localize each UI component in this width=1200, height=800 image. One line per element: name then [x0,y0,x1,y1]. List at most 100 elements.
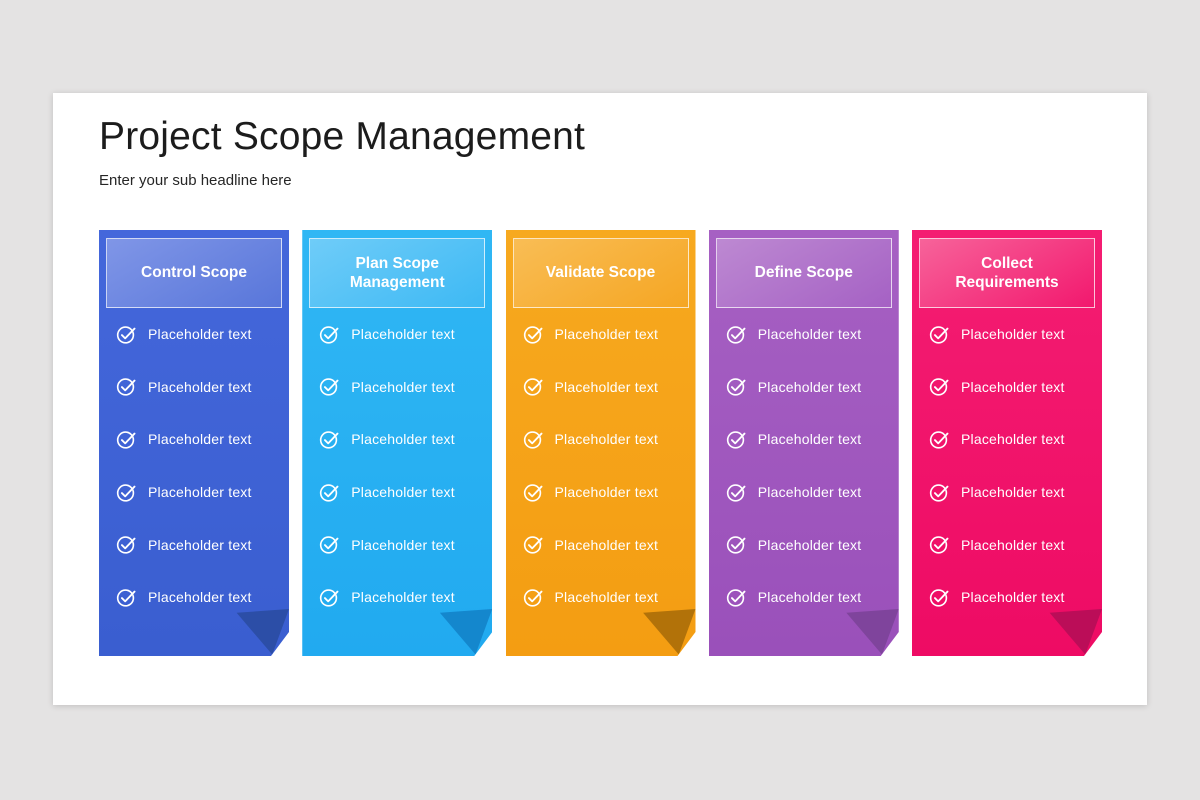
check-circle-icon [725,586,748,609]
list-item-label: Placeholder text [554,589,659,606]
list-item: Placeholder text [709,308,899,361]
column-collect-requirements: Collect Requirements Placeholder text Pl… [912,230,1102,656]
list-item: Placeholder text [912,361,1102,414]
check-circle-icon [115,533,138,556]
list-item-label: Placeholder text [351,484,455,501]
check-circle-icon [522,533,545,556]
list-item: Placeholder text [506,308,696,361]
column-header: Collect Requirements [919,238,1095,308]
check-circle-icon [522,323,545,346]
list-item: Placeholder text [506,361,696,414]
list-item: Placeholder text [302,413,492,466]
list-item-label: Placeholder text [351,326,455,343]
list-item: Placeholder text [99,571,289,624]
list-item-label: Placeholder text [554,378,659,395]
folded-corner [235,608,289,656]
list-item-label: Placeholder text [961,484,1065,501]
check-circle-icon [318,533,341,556]
check-circle-icon [318,481,341,504]
check-circle-icon [725,375,748,398]
check-circle-icon [318,375,341,398]
check-circle-icon [318,586,341,609]
list-item-label: Placeholder text [757,431,862,448]
list-item: Placeholder text [99,413,289,466]
list-item: Placeholder text [709,518,899,571]
column-control-scope: Control Scope Placeholder text Placehold… [99,230,289,656]
item-list: Placeholder text Placeholder text Placeh… [506,308,696,624]
folded-corner [845,608,899,656]
list-item-label: Placeholder text [757,378,862,395]
list-item-label: Placeholder text [148,326,252,343]
list-item: Placeholder text [99,308,289,361]
list-item: Placeholder text [506,518,696,571]
page-title: Project Scope Management [99,115,586,158]
list-item: Placeholder text [912,518,1102,571]
list-item: Placeholder text [709,413,899,466]
column-header: Control Scope [106,238,282,308]
list-item-label: Placeholder text [757,484,862,501]
check-circle-icon [522,375,545,398]
column-plan-scope-management: Plan Scope Management Placeholder text P… [302,230,492,656]
check-circle-icon [318,323,341,346]
list-item-label: Placeholder text [554,536,659,553]
list-item-label: Placeholder text [351,536,455,553]
check-circle-icon [318,428,341,451]
list-item: Placeholder text [302,361,492,414]
folded-corner [438,608,492,656]
list-item: Placeholder text [912,308,1102,361]
list-item: Placeholder text [302,571,492,624]
list-item: Placeholder text [302,466,492,519]
check-circle-icon [115,323,138,346]
column-header: Plan Scope Management [309,238,485,308]
item-list: Placeholder text Placeholder text Placeh… [709,308,899,624]
list-item-label: Placeholder text [757,326,862,343]
slide-card: Project Scope Management Enter your sub … [53,93,1147,705]
column-header: Validate Scope [513,238,689,308]
list-item: Placeholder text [506,466,696,519]
folded-corner [642,608,696,656]
folded-corner [1048,608,1102,656]
columns-container: Control Scope Placeholder text Placehold… [99,230,1102,656]
list-item-label: Placeholder text [961,326,1065,343]
list-item: Placeholder text [912,571,1102,624]
check-circle-icon [115,586,138,609]
item-list: Placeholder text Placeholder text Placeh… [99,308,289,624]
list-item: Placeholder text [302,518,492,571]
list-item-label: Placeholder text [961,431,1065,448]
check-circle-icon [928,533,951,556]
list-item-label: Placeholder text [148,431,252,448]
check-circle-icon [115,428,138,451]
list-item-label: Placeholder text [351,378,455,395]
list-item: Placeholder text [99,361,289,414]
list-item-label: Placeholder text [961,589,1065,606]
list-item-label: Placeholder text [757,589,862,606]
check-circle-icon [522,586,545,609]
check-circle-icon [725,323,748,346]
list-item-label: Placeholder text [148,378,252,395]
column-define-scope: Define Scope Placeholder text Placeholde… [709,230,899,656]
item-list: Placeholder text Placeholder text Placeh… [302,308,492,624]
list-item-label: Placeholder text [757,536,862,553]
check-circle-icon [928,586,951,609]
list-item-label: Placeholder text [351,431,455,448]
check-circle-icon [725,533,748,556]
list-item: Placeholder text [709,361,899,414]
item-list: Placeholder text Placeholder text Placeh… [912,308,1102,624]
list-item-label: Placeholder text [148,536,252,553]
check-circle-icon [522,481,545,504]
check-circle-icon [115,375,138,398]
list-item: Placeholder text [506,413,696,466]
list-item-label: Placeholder text [961,536,1065,553]
check-circle-icon [725,428,748,451]
list-item: Placeholder text [912,466,1102,519]
list-item: Placeholder text [709,466,899,519]
column-header: Define Scope [716,238,892,308]
list-item-label: Placeholder text [148,589,252,606]
list-item-label: Placeholder text [554,431,659,448]
list-item-label: Placeholder text [351,589,455,606]
list-item-label: Placeholder text [554,326,659,343]
list-item: Placeholder text [709,571,899,624]
list-item-label: Placeholder text [148,484,252,501]
list-item: Placeholder text [302,308,492,361]
